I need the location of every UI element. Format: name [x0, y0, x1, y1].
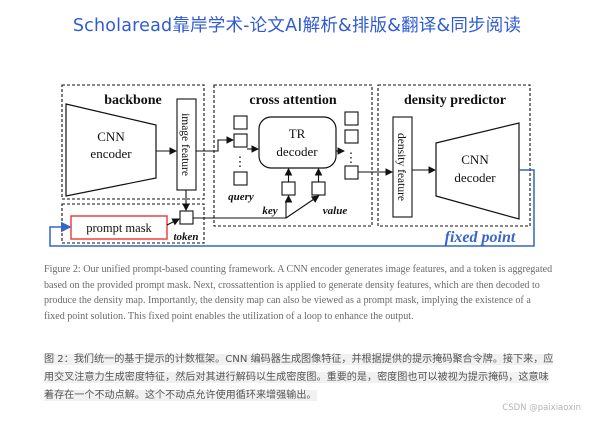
cnn-decoder-label-2: decoder	[454, 170, 496, 185]
image-feature-label: image feature	[179, 113, 191, 176]
output-dots: ⋮	[345, 150, 358, 165]
mask-to-token-arrow	[166, 218, 180, 226]
output-token-2	[344, 129, 359, 144]
token-to-value-arrow	[285, 195, 320, 219]
tr-decoder-label-1: TR	[289, 126, 306, 141]
cnn-encoder-label-1: CNN	[97, 129, 125, 144]
density-predictor-panel	[377, 84, 531, 227]
cnn-encoder-label-2: encoder	[90, 146, 132, 161]
banner-title: Scholaread靠岸学术-论文AI解析&排版&翻译&同步阅读	[72, 16, 522, 36]
query-token-2	[233, 133, 248, 148]
csdn-watermark: CSDN @paixiaoxin	[502, 403, 581, 413]
caption-chinese-text: 图 2：我们统一的基于提示的计数框架。CNN 编码器生成图像特征，并根据提供的提…	[44, 354, 554, 401]
density-feature-label: density feature	[395, 133, 407, 201]
cnn-decoder-label-1: CNN	[461, 152, 489, 167]
query-token-1	[233, 115, 248, 130]
cross-attention-title: cross attention	[249, 93, 336, 108]
query-token-3	[233, 171, 248, 186]
query-dots: ⋮	[234, 154, 247, 169]
query-label: query	[228, 191, 254, 203]
cross-attention-panel	[213, 84, 373, 227]
density-feature-box	[392, 116, 413, 218]
backbone-panel	[61, 84, 205, 200]
cnn-encoder-trapezoid	[65, 103, 157, 197]
token-label: token	[173, 231, 198, 243]
backbone-title: backbone	[104, 93, 162, 108]
output-token-1	[344, 111, 359, 126]
output-token-3	[344, 165, 359, 180]
density-predictor-title: density predictor	[404, 93, 506, 108]
tr-decoder-box	[258, 116, 337, 169]
token-box	[179, 210, 194, 225]
figure-caption-chinese: 图 2：我们统一的基于提示的计数框架。CNN 编码器生成图像特征，并根据提供的提…	[44, 351, 554, 405]
key-label: key	[262, 205, 277, 217]
feature-to-query-arrow	[196, 136, 235, 152]
token-to-key-arrow	[193, 194, 293, 219]
prompt-mask-label: prompt mask	[86, 221, 152, 235]
tr-decoder-label-2: decoder	[276, 144, 318, 159]
cnn-decoder-trapezoid	[435, 122, 520, 220]
value-label: value	[323, 205, 348, 217]
key-token	[281, 181, 296, 196]
fixed-point-label: fixed point	[445, 229, 516, 246]
value-token	[311, 181, 326, 196]
figure-caption-english: Figure 2: Our unified prompt-based count…	[44, 264, 553, 322]
fixed-point-loop	[49, 169, 535, 247]
